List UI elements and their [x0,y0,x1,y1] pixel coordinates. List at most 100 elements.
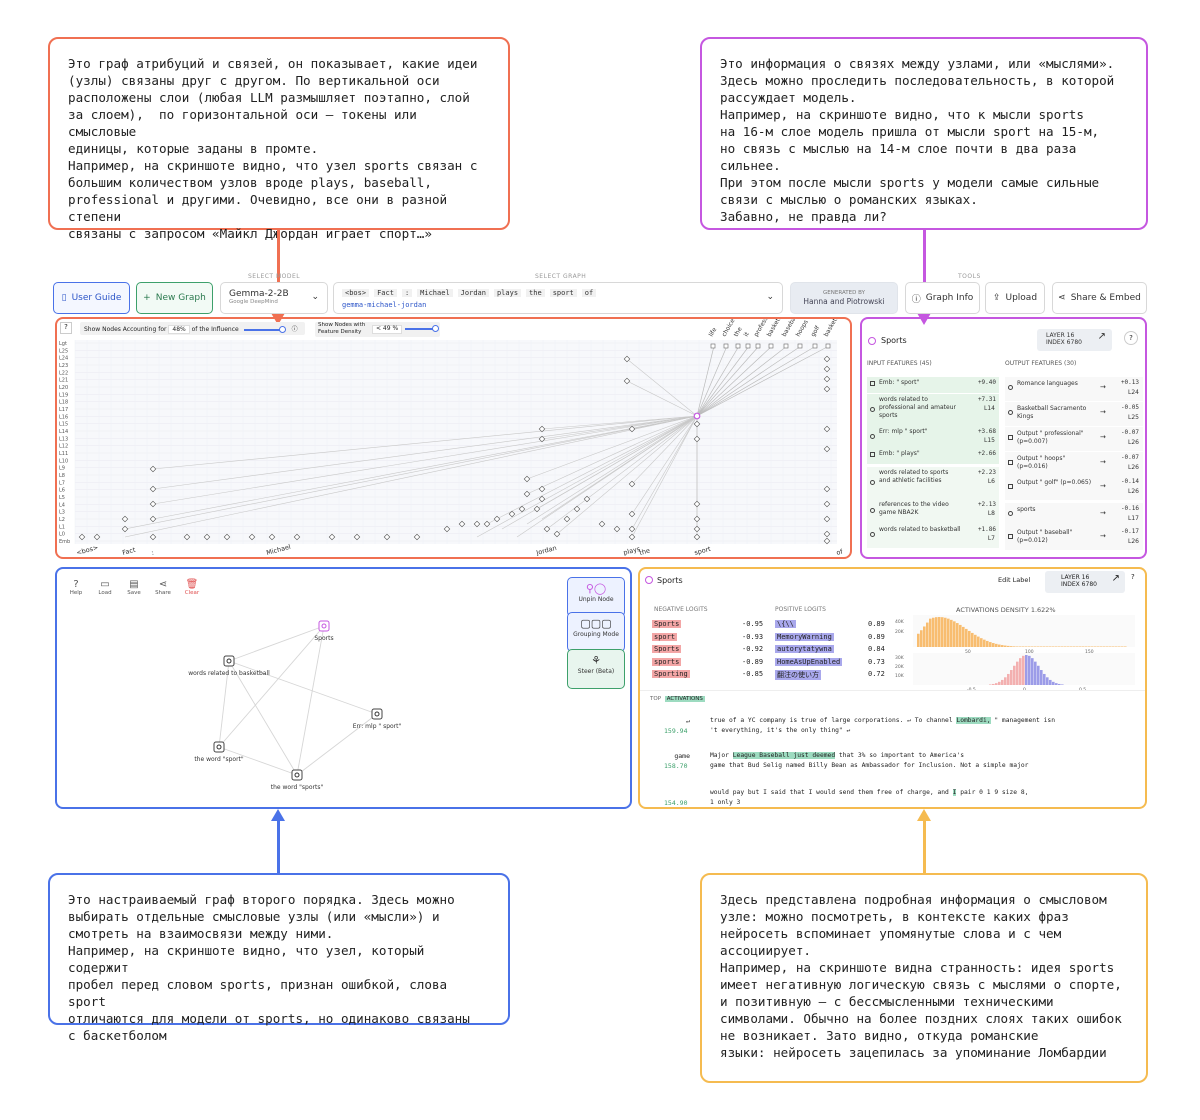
graph-node[interactable] [693,525,701,533]
influence-slider[interactable] [243,325,286,333]
graph-node[interactable] [533,505,541,513]
logit-node[interactable] [783,343,789,349]
subgraph-node[interactable] [371,708,383,720]
graph-node[interactable] [693,515,701,523]
graph-node[interactable] [628,533,636,541]
help-button[interactable]: ? [60,322,72,334]
logit-node[interactable] [723,343,729,349]
attribution-graph-canvas[interactable]: LgtL25L24L23L22L21L20L19L18L17L16L15L14L… [57,319,849,556]
graph-node[interactable] [693,533,701,541]
graph-node[interactable] [823,530,831,538]
influence-input[interactable]: 48% [168,325,190,334]
graph-node[interactable] [149,500,157,508]
graph-node[interactable] [823,425,831,433]
graph-node[interactable] [93,533,101,541]
graph-node[interactable] [473,520,481,528]
tool-help-button[interactable]: ?Help [66,579,86,601]
graph-node[interactable] [121,515,129,523]
graph-node[interactable] [623,377,631,385]
steer-button[interactable]: ⚘Steer (Beta) [567,649,625,689]
graph-node[interactable] [628,510,636,518]
logit-node[interactable] [745,343,751,349]
graph-node[interactable] [823,385,831,393]
graph-node[interactable] [823,500,831,508]
graph-node[interactable] [149,515,157,523]
logit-node[interactable] [797,343,803,349]
help-icon[interactable]: ⓘ [291,326,298,333]
sports-node-selected[interactable] [693,412,701,420]
graph-node[interactable] [628,525,636,533]
graph-node[interactable] [613,525,621,533]
graph-node[interactable] [248,533,256,541]
graph-node[interactable] [583,495,591,503]
graph-node[interactable] [823,485,831,493]
graph-node[interactable] [328,533,336,541]
graph-node[interactable] [293,533,301,541]
graph-node[interactable] [149,533,157,541]
tool-load-button[interactable]: ▭Load [95,579,115,601]
tool-save-button[interactable]: ▤Save [124,579,144,601]
graph-node[interactable] [563,515,571,523]
density-slider[interactable] [405,325,439,332]
external-link-icon[interactable]: ↗ [1097,331,1106,342]
new-graph-button[interactable]: +New Graph [136,282,213,314]
graph-node[interactable] [693,420,701,428]
logit-node[interactable] [768,343,774,349]
input-feature-row[interactable]: Emb: " plays"+2.66 [867,448,999,464]
input-feature-row[interactable]: words related to sports and athletic fac… [867,467,999,501]
graph-node[interactable] [508,510,516,518]
graph-node[interactable] [383,533,391,541]
user-guide-button[interactable]: ▯User Guide [53,282,130,314]
logit-node[interactable] [735,343,741,349]
graph-node[interactable] [413,533,421,541]
help-button[interactable]: ? [1131,573,1135,581]
subgraph-node[interactable] [318,620,330,632]
graph-node[interactable] [693,435,701,443]
graph-node[interactable] [523,490,531,498]
graph-node[interactable] [223,533,231,541]
graph-node[interactable] [121,525,129,533]
graph-node[interactable] [823,515,831,523]
graph-node[interactable] [149,485,157,493]
graph-node[interactable] [458,520,466,528]
graph-node[interactable] [623,355,631,363]
share-embed-button[interactable]: ⋖Share & Embed [1052,282,1147,314]
input-feature-row[interactable]: Emb: " sport"+9.40 [867,377,999,393]
graph-node[interactable] [443,525,451,533]
graph-node[interactable] [483,520,491,528]
graph-node[interactable] [573,505,581,513]
graph-node[interactable] [493,515,501,523]
graph-node[interactable] [78,533,86,541]
graph-node[interactable] [538,485,546,493]
graph-node[interactable] [823,355,831,363]
graph-node[interactable] [353,533,361,541]
graph-node[interactable] [203,533,211,541]
graph-node[interactable] [553,530,561,538]
tool-clear-button[interactable]: 🗑Clear [182,579,202,601]
graph-node[interactable] [538,425,546,433]
graph-node[interactable] [538,435,546,443]
edit-label-button[interactable]: Edit Label [998,576,1031,584]
graph-node[interactable] [628,425,636,433]
subgraph-node[interactable] [213,741,225,753]
subgraph-node[interactable] [223,655,235,667]
input-feature-row[interactable]: words related to professional and amateu… [867,394,999,428]
subgraph-node[interactable] [291,769,303,781]
graph-node[interactable] [628,480,636,488]
help-button[interactable]: ? [1124,331,1138,345]
graph-node[interactable] [183,533,191,541]
graph-node[interactable] [518,505,526,513]
logit-node[interactable] [825,343,831,349]
